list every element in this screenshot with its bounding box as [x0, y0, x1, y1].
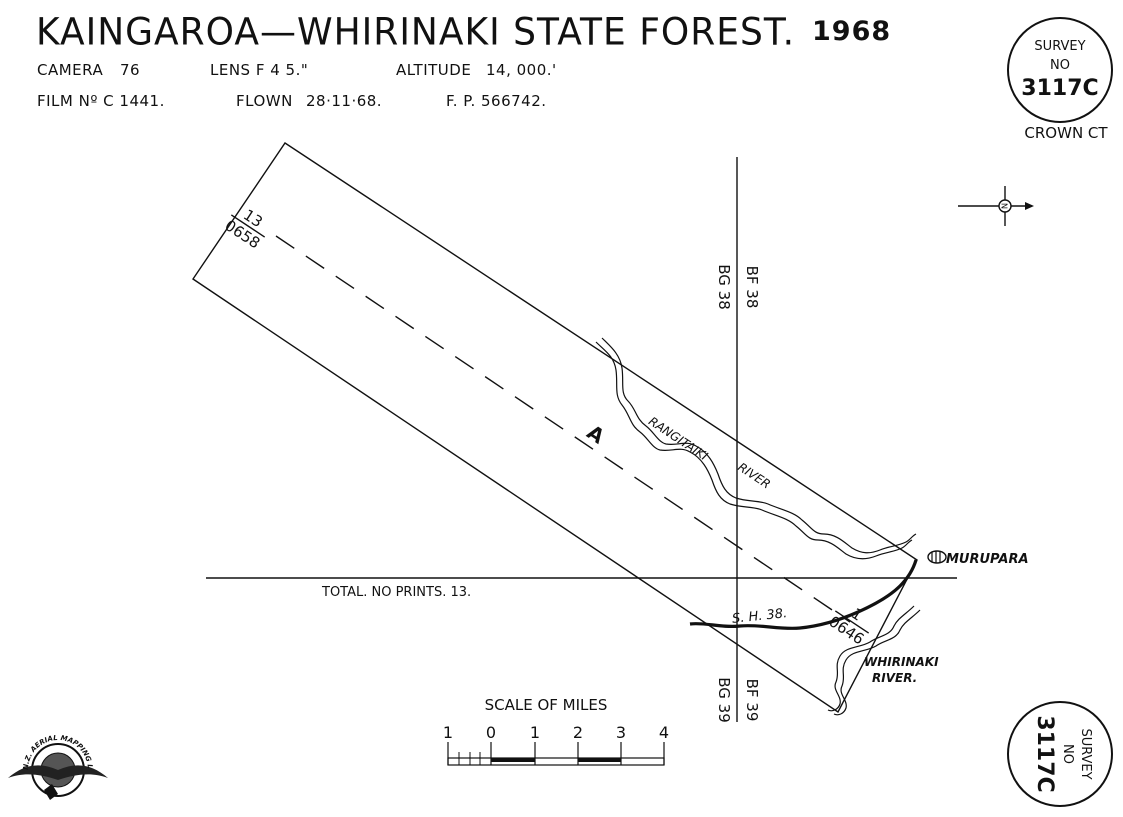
scale-tick-label-2: 1 [530, 723, 540, 742]
grid-label-bf39: BF 39 [743, 679, 761, 722]
survey-stamp-bottom-number: 3117C [1032, 715, 1057, 792]
scale-tick-label-4: 3 [616, 723, 626, 742]
grid-label-bg38: BG 38 [715, 264, 733, 310]
nz-aerial-mapping-logo-icon: N.Z. AERIAL MAPPING LTD. [0, 0, 108, 800]
highway-label: S. H. 38. [731, 606, 787, 627]
scale-title: SCALE OF MILES [485, 696, 608, 714]
film-label: FILM Nº C 1441. [37, 92, 165, 110]
rangitaiki-label-1: RANGITAIKI [646, 414, 711, 463]
survey-stamp-top-line1: SURVEY [1034, 39, 1085, 54]
total-prints-label: TOTAL. NO PRINTS. 13. [321, 585, 471, 600]
whirinaki-river-bank [827, 605, 915, 712]
survey-stamp-bottom-line1: SURVEY [1078, 728, 1093, 779]
flight-line [275, 235, 851, 623]
altitude-label: ALTITUDE [396, 61, 472, 79]
grid-label-bg39: BG 39 [715, 677, 733, 723]
lens-label: LENS F 4 5." [210, 61, 309, 79]
survey-stamp-bottom: SURVEY NO 3117C [1007, 701, 1113, 807]
flown-value: 28·11·68. [306, 92, 383, 110]
scale-bar: SCALE OF MILES 1 0 1 2 3 4 [443, 696, 669, 766]
rangitaiki-river [595, 341, 913, 560]
rangitaiki-river-bank [601, 337, 917, 554]
flown-label: FLOWN [236, 92, 293, 110]
whirinaki-river [833, 609, 921, 716]
rangitaiki-label-2: RIVER [735, 460, 773, 492]
scale-tick-label-5: 4 [659, 723, 669, 742]
north-letter: N [1000, 203, 1009, 209]
scale-tick-label-0: 1 [443, 723, 453, 742]
map-year: 1968 [812, 16, 892, 47]
altitude-value: 14, 000.' [486, 61, 557, 79]
survey-stamp-top-line2: NO [1050, 58, 1070, 73]
whirinaki-label-1: WHIRINAKI [864, 655, 939, 669]
logo-text: N.Z. AERIAL MAPPING LTD. [0, 0, 94, 770]
north-arrow-icon: N [958, 186, 1034, 226]
state-highway-38 [689, 559, 918, 631]
survey-stamp-bottom-line2: NO [1060, 744, 1075, 764]
crown-ct-label: CROWN CT [1024, 124, 1108, 142]
scale-tick-label-1: 0 [486, 723, 496, 742]
photo-coverage-strip [192, 142, 918, 714]
scale-tick-label-3: 2 [573, 723, 583, 742]
whirinaki-label-2: RIVER. [872, 671, 917, 685]
grid-label-bf38: BF 38 [743, 266, 761, 309]
map-title: KAINGAROA—WHIRINAKI STATE FOREST. [36, 10, 796, 55]
camera-value: 76 [120, 61, 141, 79]
town-icon [927, 550, 947, 564]
camera-label: CAMERA [37, 61, 104, 79]
survey-stamp-top-number: 3117C [1021, 76, 1098, 101]
murupara-label: MURUPARA [946, 552, 1029, 567]
photo-start-label: 13 0658 [222, 206, 266, 253]
fp-label: F. P. 566742. [446, 92, 547, 110]
survey-stamp-top: SURVEY NO 3117C [1007, 17, 1113, 123]
